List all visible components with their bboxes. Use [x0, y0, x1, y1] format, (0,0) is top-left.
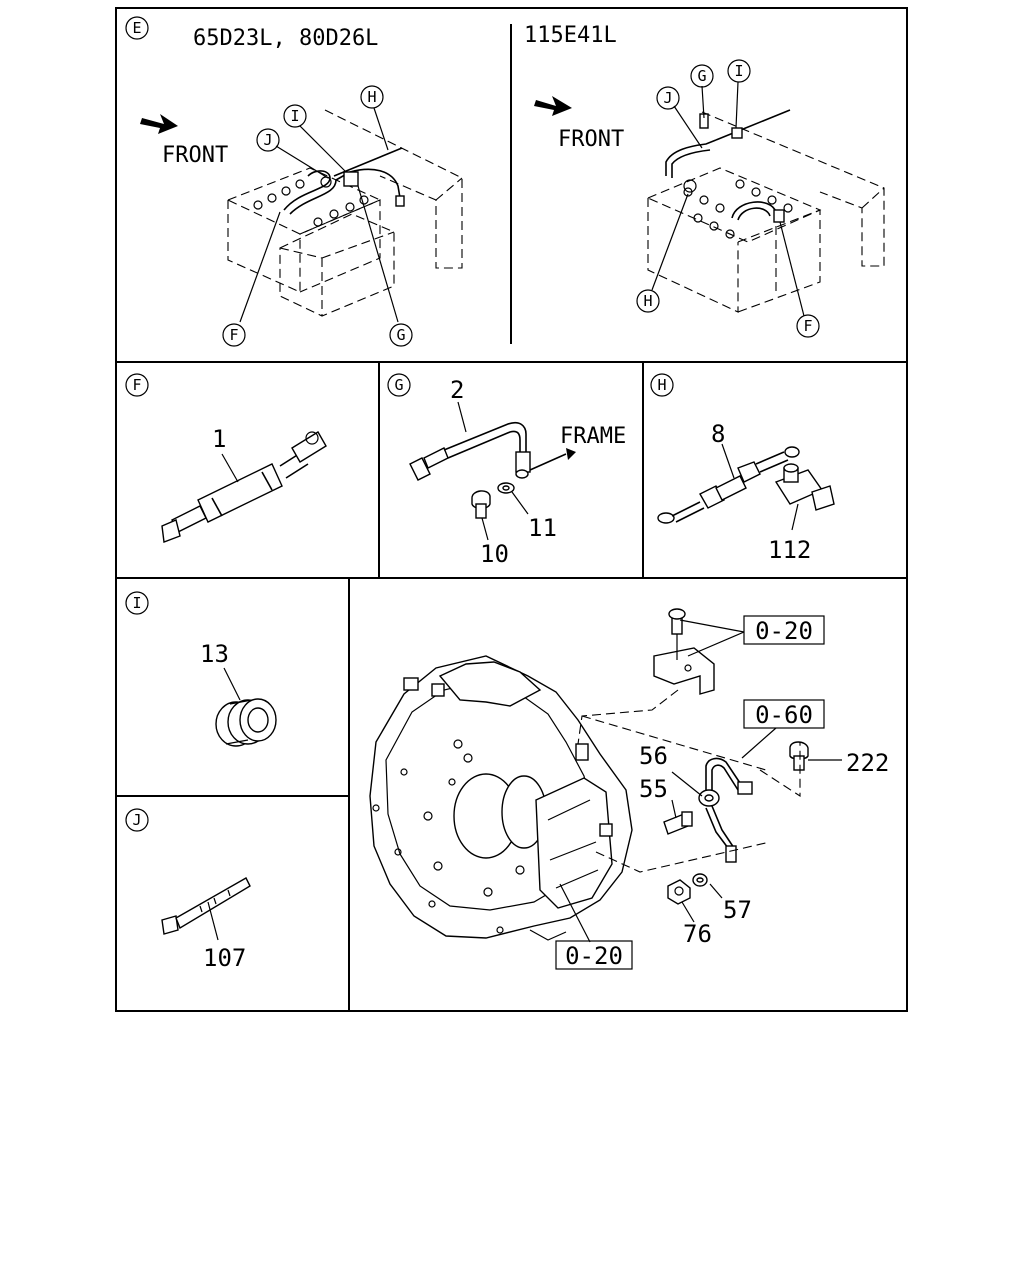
part-no-56: 56	[639, 742, 668, 770]
part-no-57: 57	[723, 896, 752, 924]
ref-box-bottom: 0-20	[555, 940, 633, 970]
callout-g-right: G	[697, 67, 706, 85]
callout-g-left: G	[396, 326, 405, 344]
panel-i: I 13	[125, 591, 277, 747]
ground-strap-drawing	[663, 741, 842, 905]
part-no-55: 55	[639, 775, 668, 803]
panel-grid	[115, 7, 908, 1012]
panel-e-letter: E	[132, 19, 141, 37]
cable-tie-107-drawing	[161, 877, 251, 935]
panel-e: E 65D23L, 80D26L 115E41L FRONT FRONT	[125, 16, 885, 347]
front-arrow-icon	[140, 114, 178, 134]
part-no-10: 10	[480, 540, 509, 568]
bellhousing-drawing	[369, 655, 633, 941]
part-no-222: 222	[846, 749, 889, 777]
front-label-right: FRONT	[558, 127, 624, 152]
front-arrow-icon	[534, 96, 572, 116]
ref-box-mid: 0-60	[743, 699, 825, 729]
callout-f-left: F	[229, 326, 238, 344]
callout-i-left: I	[290, 107, 299, 125]
part-no-2: 2	[450, 376, 464, 404]
part-no-1: 1	[212, 425, 226, 453]
panel-j-letter: J	[132, 811, 141, 829]
callout-j-right: J	[663, 89, 672, 107]
callout-j-left: J	[263, 131, 272, 149]
callout-h-left: H	[367, 88, 376, 106]
ref-bottom-label: 0-20	[565, 942, 623, 970]
panel-main: 0-20 0-60 0-20 56 55 222 57 76	[369, 608, 889, 970]
battery-left-drawing: I H J F G	[222, 85, 463, 347]
panel-i-letter: I	[132, 594, 141, 612]
panel-f: F 1	[125, 373, 327, 543]
part-no-8: 8	[711, 420, 725, 448]
front-label-left: FRONT	[162, 143, 228, 168]
ref-box-top: 0-20	[743, 615, 825, 645]
callout-f-right: F	[803, 317, 812, 335]
callout-i-right: I	[734, 62, 743, 80]
battery-cable-1-drawing	[161, 431, 327, 543]
battery-cable-8-drawing	[657, 446, 835, 524]
ref-mid-label: 0-60	[755, 701, 813, 729]
panel-f-letter: F	[132, 376, 141, 394]
part-no-11: 11	[528, 514, 557, 542]
panel-g-letter: G	[394, 376, 403, 394]
bracket-drawing	[653, 608, 715, 695]
panel-j: J 107	[125, 808, 251, 972]
frame-label: FRAME	[560, 424, 626, 449]
panel-h-letter: H	[657, 376, 666, 394]
panel-e-right-title: 115E41L	[524, 23, 617, 48]
ref-top-label: 0-20	[755, 617, 813, 645]
part-no-76: 76	[683, 920, 712, 948]
panel-e-left-title: 65D23L, 80D26L	[193, 26, 378, 51]
panel-g: G 2 FRAME 11 10	[387, 373, 626, 568]
ground-cable-2-drawing	[409, 421, 576, 519]
part-no-107: 107	[203, 944, 246, 972]
panel-e-letter-circle: E	[125, 16, 149, 40]
part-no-13: 13	[200, 640, 229, 668]
grommet-13-drawing	[215, 698, 277, 747]
callout-h-right: H	[643, 292, 652, 310]
panel-h: H 8 112	[650, 373, 835, 564]
battery-right-drawing: J G I H F	[636, 59, 885, 338]
part-no-112: 112	[768, 536, 811, 564]
